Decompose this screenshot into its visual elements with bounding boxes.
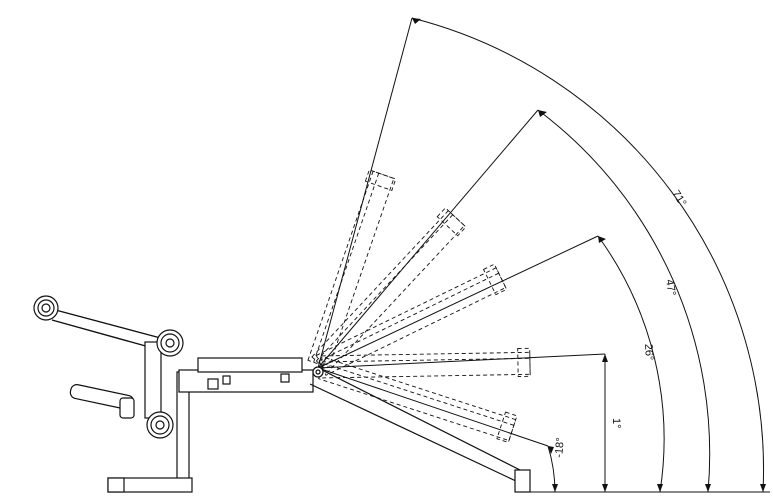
foot-roller-arm	[47, 307, 169, 341]
bench-frame	[33, 295, 531, 493]
arrowheads	[412, 18, 766, 492]
rear-foot	[514, 469, 531, 493]
angle-labels: 71° 47° 26° 1° -18°	[553, 188, 688, 458]
backrest-positions	[307, 169, 531, 444]
angle-label-neg18: -18°	[553, 437, 567, 458]
reference-line-neg18	[317, 367, 549, 447]
arc-47-degrees	[537, 109, 711, 493]
rear-support-upper	[317, 367, 525, 473]
radial-reference-lines	[317, 17, 770, 493]
rear-support-lower	[309, 383, 519, 483]
backrest-position-26	[315, 263, 508, 376]
arrowhead-26-bottom	[657, 484, 663, 492]
angle-label-26: 26°	[642, 343, 655, 360]
backrest-position-1	[321, 347, 531, 379]
arrowhead-1-top	[602, 354, 608, 362]
backrest-position-71	[307, 169, 397, 369]
seat-frame	[178, 369, 314, 393]
arrowhead-26-top	[598, 236, 606, 243]
reference-line-71	[317, 17, 413, 369]
measurement-arcs	[411, 17, 765, 493]
reference-line-1	[317, 353, 606, 369]
arc-26-degrees	[597, 235, 665, 493]
backrest-position-neg18	[318, 357, 518, 444]
seat-bracket	[207, 378, 219, 390]
arc-71-degrees	[411, 17, 765, 493]
arrowhead-neg18-top	[548, 446, 554, 454]
reference-line-47	[317, 109, 539, 369]
backrest-position-47	[311, 207, 467, 373]
front-upright	[144, 341, 162, 419]
arrowhead-71-bottom	[760, 484, 766, 492]
arrowhead-1-bottom	[602, 484, 608, 492]
arrowhead-71-top	[412, 18, 421, 24]
angle-label-47: 47°	[663, 278, 678, 296]
seat-pad	[197, 357, 303, 373]
arrowhead-neg18-bottom	[552, 484, 558, 492]
reference-line-26	[317, 235, 599, 369]
angle-label-1: 1°	[610, 418, 622, 429]
arrowhead-47-bottom	[705, 484, 711, 492]
arrowhead-47-top	[538, 110, 547, 117]
angle-label-71: 71°	[669, 188, 688, 208]
